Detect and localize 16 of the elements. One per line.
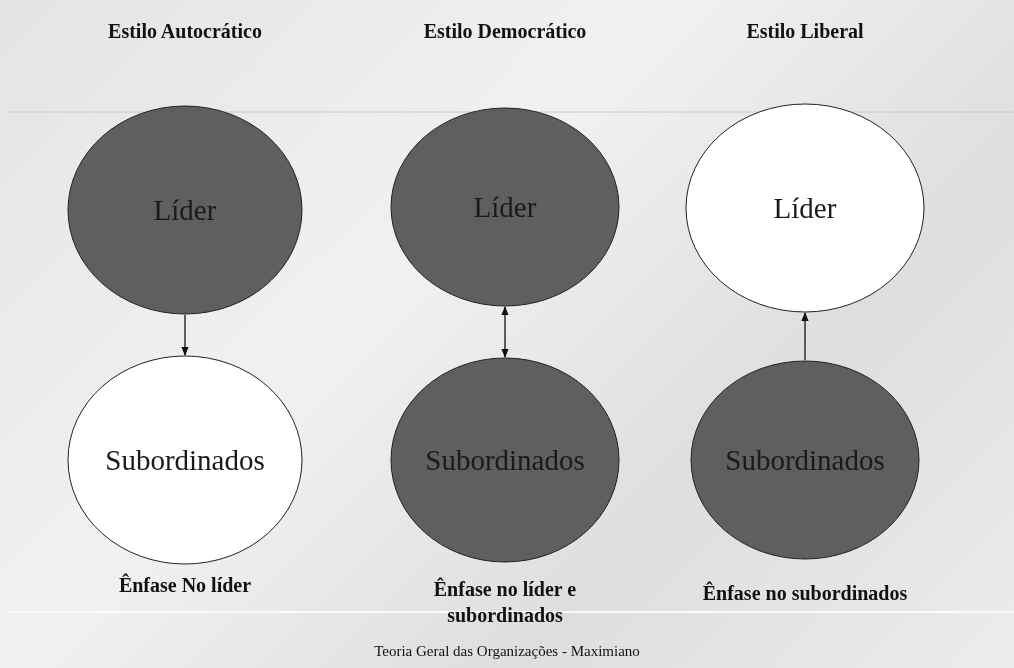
caption: Ênfase no subordinados — [701, 580, 909, 606]
node-label: Subordinados — [425, 443, 585, 477]
arrow — [181, 314, 189, 356]
column-heading: Estilo Liberal — [745, 19, 865, 44]
caption: Ênfase no líder e subordinados — [432, 576, 578, 628]
node-label: Líder — [473, 190, 537, 224]
node-label: Líder — [773, 191, 837, 225]
node-label: Líder — [153, 193, 217, 227]
node-label: Subordinados — [105, 443, 265, 477]
arrow — [501, 306, 509, 358]
column-heading: Estilo Democrático — [422, 19, 588, 44]
footer-text: Teoria Geral das Organizações - Maximiano — [373, 643, 641, 660]
node-label: Subordinados — [725, 443, 885, 477]
caption: Ênfase No líder — [117, 572, 253, 598]
arrow — [801, 312, 809, 361]
column-heading: Estilo Autocrático — [107, 19, 263, 44]
